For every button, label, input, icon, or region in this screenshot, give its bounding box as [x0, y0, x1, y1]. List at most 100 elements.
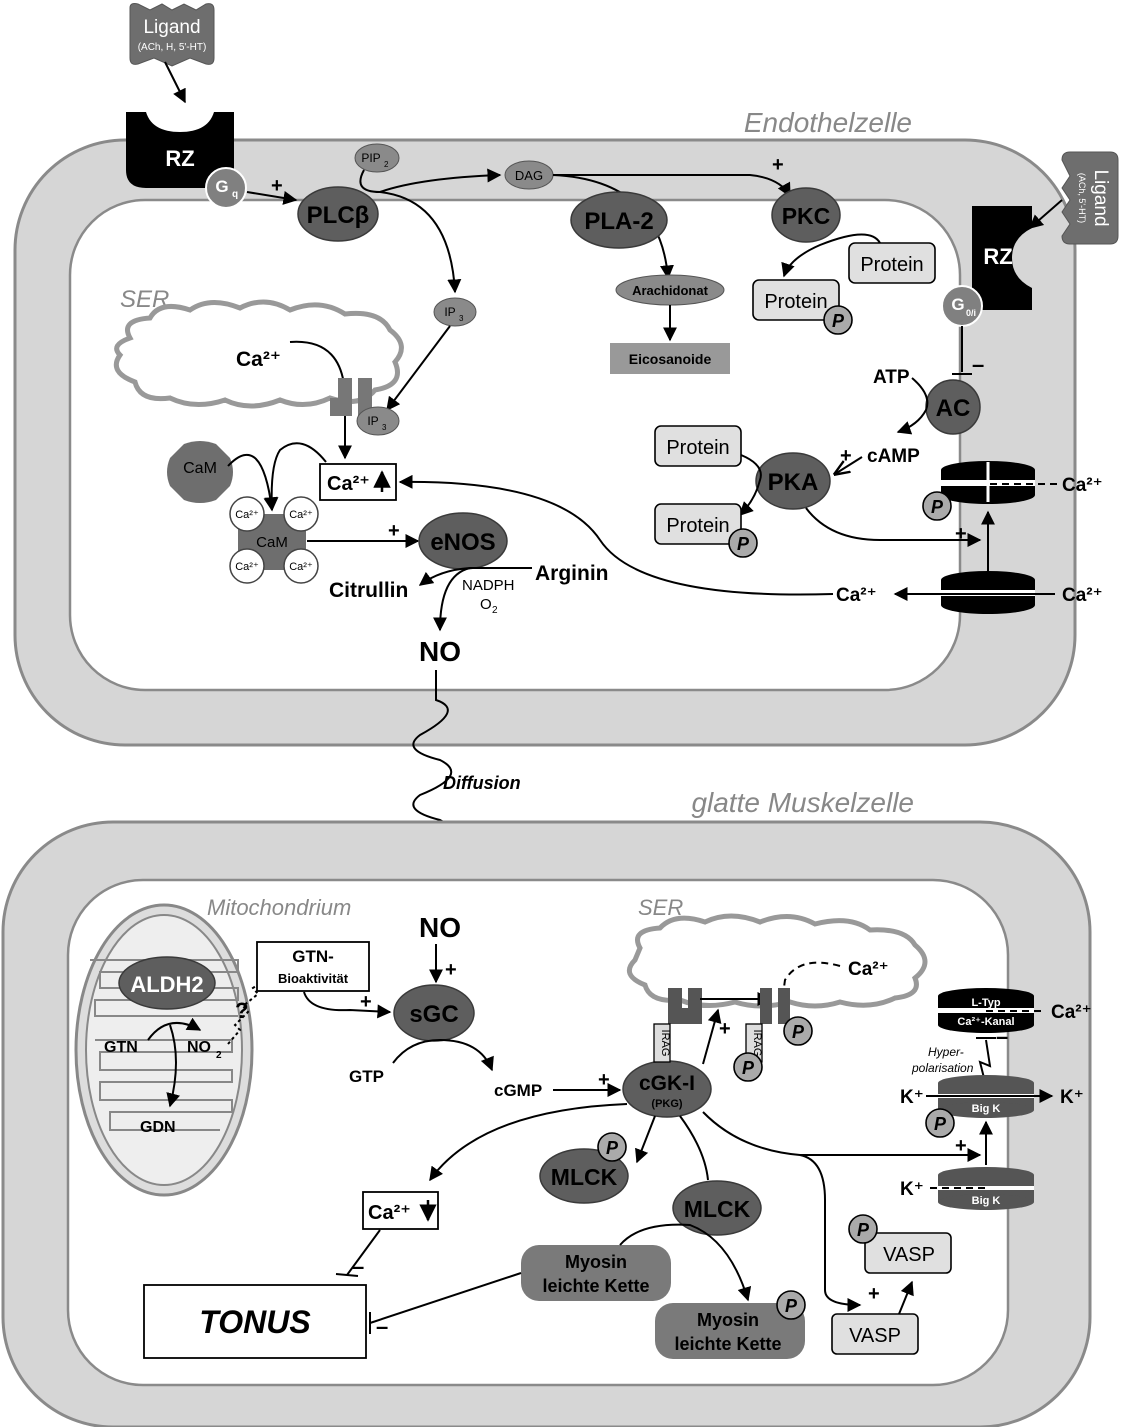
- svg-text:P: P: [857, 1220, 870, 1240]
- atp-label: ATP: [873, 367, 910, 388]
- citrullin-label: Citrullin: [329, 579, 408, 602]
- ca-ser-endo: Ca²⁺: [236, 348, 281, 371]
- svg-text:Big K: Big K: [972, 1195, 1001, 1207]
- plus-sign: +: [271, 175, 283, 197]
- svg-text:L-Typ: L-Typ: [971, 997, 1000, 1009]
- ca-outside-lower: Ca²⁺: [1062, 585, 1103, 606]
- ligand-top-sub: (ACh, H, 5'-HT): [138, 42, 207, 53]
- mito-label: Mitochondrium: [207, 895, 351, 920]
- cgmp-label: cGMP: [494, 1081, 542, 1100]
- svg-text:Big K: Big K: [972, 1103, 1001, 1115]
- svg-text:Ca²⁺: Ca²⁺: [368, 1202, 411, 1224]
- svg-text:P: P: [832, 311, 845, 331]
- mlck: MLCK: [672, 1180, 762, 1236]
- svg-text:+: +: [955, 1135, 967, 1157]
- no-smc-label: NO: [419, 912, 461, 943]
- svg-text:+: +: [955, 523, 967, 545]
- svg-text:2: 2: [216, 1050, 222, 1061]
- svg-text:Arachidonat: Arachidonat: [632, 283, 709, 298]
- svg-text:P: P: [606, 1138, 619, 1158]
- myosin-light-chain: Myosin leichte Kette: [521, 1245, 671, 1301]
- enos: eNOS: [418, 512, 508, 570]
- svg-text:+: +: [719, 1018, 731, 1040]
- ca-binding-arrow: [264, 442, 327, 512]
- gtp-cgmp-arrow: [392, 1038, 494, 1072]
- arginin-label: Arginin: [535, 562, 609, 585]
- plc-beta: PLCβ: [297, 186, 379, 242]
- eicosanoide: Eicosanoide: [610, 343, 730, 374]
- ip3-receptor-arrow: [386, 325, 451, 412]
- irag-phospho-1: P: [783, 1016, 813, 1046]
- svg-text:PKA: PKA: [768, 469, 819, 496]
- cgk-mlck2-line: [679, 1115, 709, 1181]
- svg-text:IP: IP: [444, 305, 455, 319]
- pka-phosphorylation-arrow: [739, 454, 762, 516]
- bigk-phospho: P: [925, 1108, 955, 1138]
- svg-text:Bioaktivität: Bioaktivität: [278, 971, 349, 986]
- hyper-label-2: polarisation: [911, 1061, 974, 1075]
- channel-phospho-endo: P: [922, 491, 952, 521]
- svg-text:VASP: VASP: [849, 1325, 901, 1347]
- svg-text:Ca²⁺-Kanal: Ca²⁺-Kanal: [957, 1016, 1014, 1028]
- pip2: PIP 2: [354, 143, 400, 173]
- svg-text:+: +: [445, 959, 457, 981]
- svg-text:Protein: Protein: [666, 437, 729, 459]
- svg-text:MLCK: MLCK: [551, 1164, 618, 1190]
- gtn-gdn-arrow: [166, 1024, 180, 1108]
- svg-text:(ACh, 5'-HT): (ACh, 5'-HT): [1077, 173, 1087, 223]
- bioactivity-sgc-arrow: [303, 991, 392, 1019]
- receptor-rz-top: RZ: [126, 112, 234, 188]
- tonus-box: TONUS: [143, 1284, 367, 1359]
- cgk-irag-arrow: [702, 1008, 722, 1065]
- svg-text:VASP: VASP: [883, 1244, 935, 1266]
- svg-text:+: +: [868, 1283, 880, 1305]
- svg-text:–: –: [972, 352, 984, 377]
- arachidonat: Arachidonat: [615, 274, 725, 306]
- ca-increase-box: Ca²⁺: [319, 463, 397, 501]
- svg-text:+: +: [598, 1069, 610, 1091]
- ip3-bound: IP 3: [356, 406, 400, 436]
- ca-outside-upper: Ca²⁺: [1062, 475, 1103, 496]
- ser-endo: [113, 299, 404, 409]
- ip3-cytosol: IP 3: [433, 297, 477, 327]
- svg-text:Ca²⁺: Ca²⁺: [289, 509, 313, 521]
- svg-text:IRAG: IRAG: [751, 1030, 763, 1057]
- k-outside: K⁺: [1060, 1087, 1084, 1108]
- svg-text:PLA-2: PLA-2: [584, 208, 653, 235]
- svg-text:P: P: [934, 1114, 947, 1134]
- svg-text:Protein: Protein: [764, 291, 827, 313]
- svg-text:leichte Kette: leichte Kette: [542, 1276, 649, 1296]
- gtn-no2-arrow: [147, 1017, 202, 1041]
- svg-text:Protein: Protein: [860, 254, 923, 276]
- ca-channel-endo-lower: [941, 571, 1035, 614]
- aldh2: ALDH2: [118, 956, 216, 1010]
- svg-text:TONUS: TONUS: [199, 1304, 311, 1340]
- nadph-label: NADPH: [462, 577, 515, 594]
- diffusion-label: Diffusion: [443, 773, 521, 793]
- ca-ser-smc: Ca²⁺: [848, 959, 889, 980]
- pkc-phosphorylation-arrow: [781, 233, 881, 278]
- svg-text:3: 3: [382, 423, 387, 432]
- camp-label: cAMP: [867, 446, 920, 467]
- ca-channel-endo-upper: [941, 461, 1035, 504]
- pka-channel-arrow: [805, 507, 982, 547]
- k-inside: K⁺: [900, 1087, 924, 1108]
- svg-text:G: G: [215, 177, 228, 196]
- ligand-top: Ligand (ACh, H, 5'-HT): [129, 3, 215, 67]
- ca-tonus-inhibition: [346, 1229, 381, 1276]
- cgk-mlck-arrow: [635, 1115, 656, 1164]
- svg-text:CaM: CaM: [256, 534, 288, 551]
- cgk-vasp-arrow: [799, 1154, 862, 1312]
- ligand-top-name: Ligand: [143, 17, 200, 38]
- svg-text:RZ: RZ: [983, 244, 1012, 269]
- svg-text:PKC: PKC: [782, 203, 831, 229]
- no2-label: NO: [187, 1039, 211, 1056]
- ca-l-type-outside: Ca²⁺: [1051, 1002, 1092, 1023]
- svg-text:leichte Kette: leichte Kette: [674, 1334, 781, 1354]
- svg-text:Ligand: Ligand: [1090, 169, 1111, 226]
- svg-text:MLCK: MLCK: [684, 1196, 751, 1222]
- protein-phospho-pka: Protein P: [654, 503, 758, 558]
- question-mark: ?: [235, 998, 248, 1023]
- myosin-phosphorylation-arrow: [619, 1223, 752, 1302]
- svg-text:PLCβ: PLCβ: [307, 202, 370, 229]
